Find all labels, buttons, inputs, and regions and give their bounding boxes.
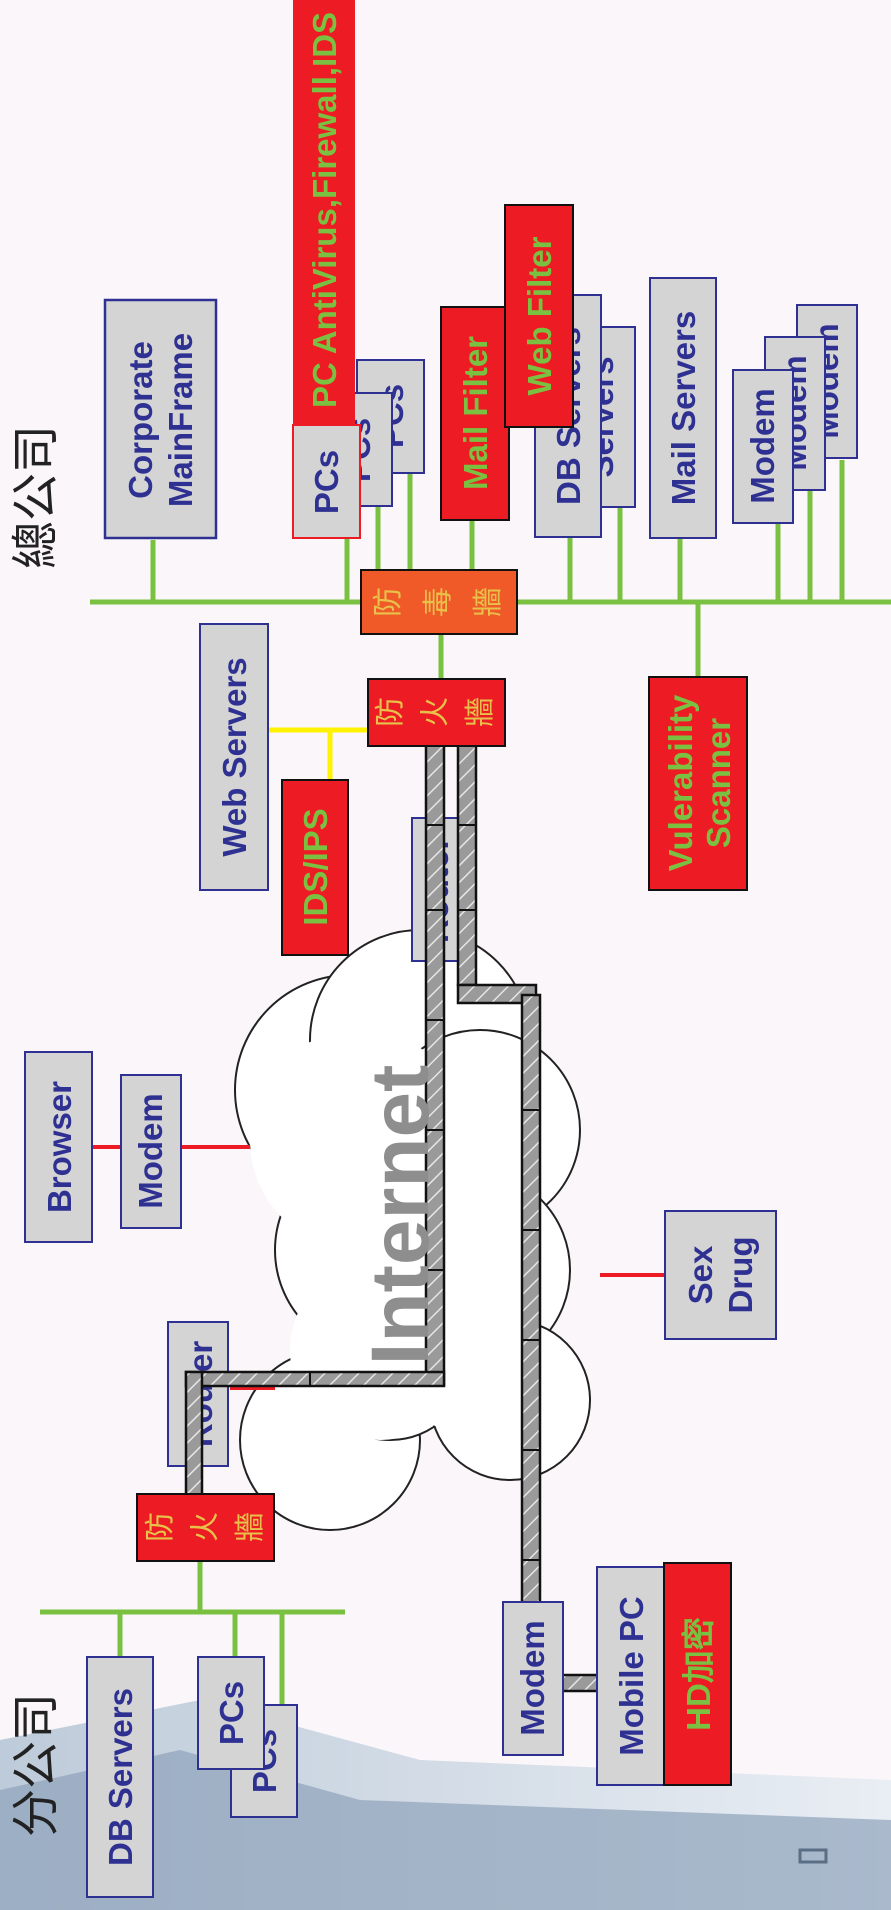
branch-firewall[interactable]: 防 火 牆 xyxy=(137,1494,274,1561)
hq-firewall-char-3: 牆 xyxy=(464,697,497,727)
pc-security-banner[interactable]: PC AntiVirus,Firewall,IDS xyxy=(293,0,355,438)
hq-heading: 總公司 xyxy=(10,425,63,569)
remote-modem-label: Modem xyxy=(132,1093,169,1209)
web-servers-label: Web Servers xyxy=(216,657,253,856)
scanner-line-2: Scanner xyxy=(700,718,737,848)
mainframe-line-1: Corporate xyxy=(122,341,159,499)
branch-lan xyxy=(40,1562,345,1710)
mobile-pc[interactable]: Mobile PC xyxy=(597,1567,667,1785)
mobile-modem[interactable]: Modem xyxy=(503,1602,563,1755)
mobile-pc-label: Mobile PC xyxy=(613,1596,650,1756)
remote-modem[interactable]: Modem xyxy=(121,1075,181,1228)
branch-db-servers-label: DB Servers xyxy=(102,1688,139,1866)
antivirus-wall-char-2: 毒 xyxy=(422,587,455,617)
ids-ips[interactable]: IDS/IPS xyxy=(282,780,348,955)
hq-firewall-char-1: 防 xyxy=(374,697,407,727)
mail-servers-label: Mail Servers xyxy=(665,311,702,505)
hq-firewall[interactable]: 防 火 牆 xyxy=(368,679,505,746)
internet-label: Internet xyxy=(355,1065,446,1366)
modem-stack[interactable]: Modem Modem Modem xyxy=(733,305,857,523)
sex-drug-site[interactable]: Sex Drug xyxy=(665,1211,776,1339)
web-filter[interactable]: Web Filter xyxy=(505,205,573,427)
hd-encryption[interactable]: HD加密 xyxy=(664,1563,731,1785)
web-filter-label: Web Filter xyxy=(521,236,558,395)
hq-pcs[interactable]: PCs xyxy=(293,425,360,538)
mail-filter-label: Mail Filter xyxy=(457,336,494,490)
modem-1-label: Modem xyxy=(744,388,781,504)
mail-filter[interactable]: Mail Filter xyxy=(441,307,509,520)
dmz-links xyxy=(267,730,378,782)
ids-ips-label: IDS/IPS xyxy=(297,808,334,925)
hq-pcs-label: PCs xyxy=(308,450,345,514)
corporate-mainframe[interactable]: Corporate MainFrame xyxy=(105,300,216,538)
scanner-line-1: Vulerability xyxy=(662,694,699,871)
vulnerability-scanner[interactable]: Vulerability Scanner xyxy=(649,677,747,890)
antivirus-wall[interactable]: 防 毒 牆 xyxy=(361,570,517,634)
branch-heading: 分公司 xyxy=(10,1693,63,1837)
remote-browser[interactable]: Browser xyxy=(25,1052,92,1242)
pc-security-label: PC AntiVirus,Firewall,IDS xyxy=(306,12,343,408)
hq-firewall-char-2: 火 xyxy=(419,697,452,727)
branch-firewall-char-3: 牆 xyxy=(234,1512,267,1542)
sex-drug-line-1: Sex xyxy=(682,1245,719,1304)
mail-servers[interactable]: Mail Servers xyxy=(650,278,716,538)
web-servers[interactable]: Web Servers xyxy=(200,624,268,890)
remote-browser-label: Browser xyxy=(41,1081,78,1213)
branch-firewall-char-2: 火 xyxy=(189,1512,222,1542)
branch-pcs-front-label: PCs xyxy=(213,1681,250,1745)
branch-firewall-char-1: 防 xyxy=(144,1512,177,1542)
hd-encryption-label: HD加密 xyxy=(680,1617,717,1731)
antivirus-wall-char-1: 防 xyxy=(372,587,405,617)
mobile-modem-label: Modem xyxy=(514,1620,551,1736)
mainframe-line-2: MainFrame xyxy=(162,333,199,507)
branch-db-servers[interactable]: DB Servers xyxy=(87,1657,153,1897)
antivirus-wall-char-3: 牆 xyxy=(472,587,505,617)
sex-drug-line-2: Drug xyxy=(722,1237,759,1314)
